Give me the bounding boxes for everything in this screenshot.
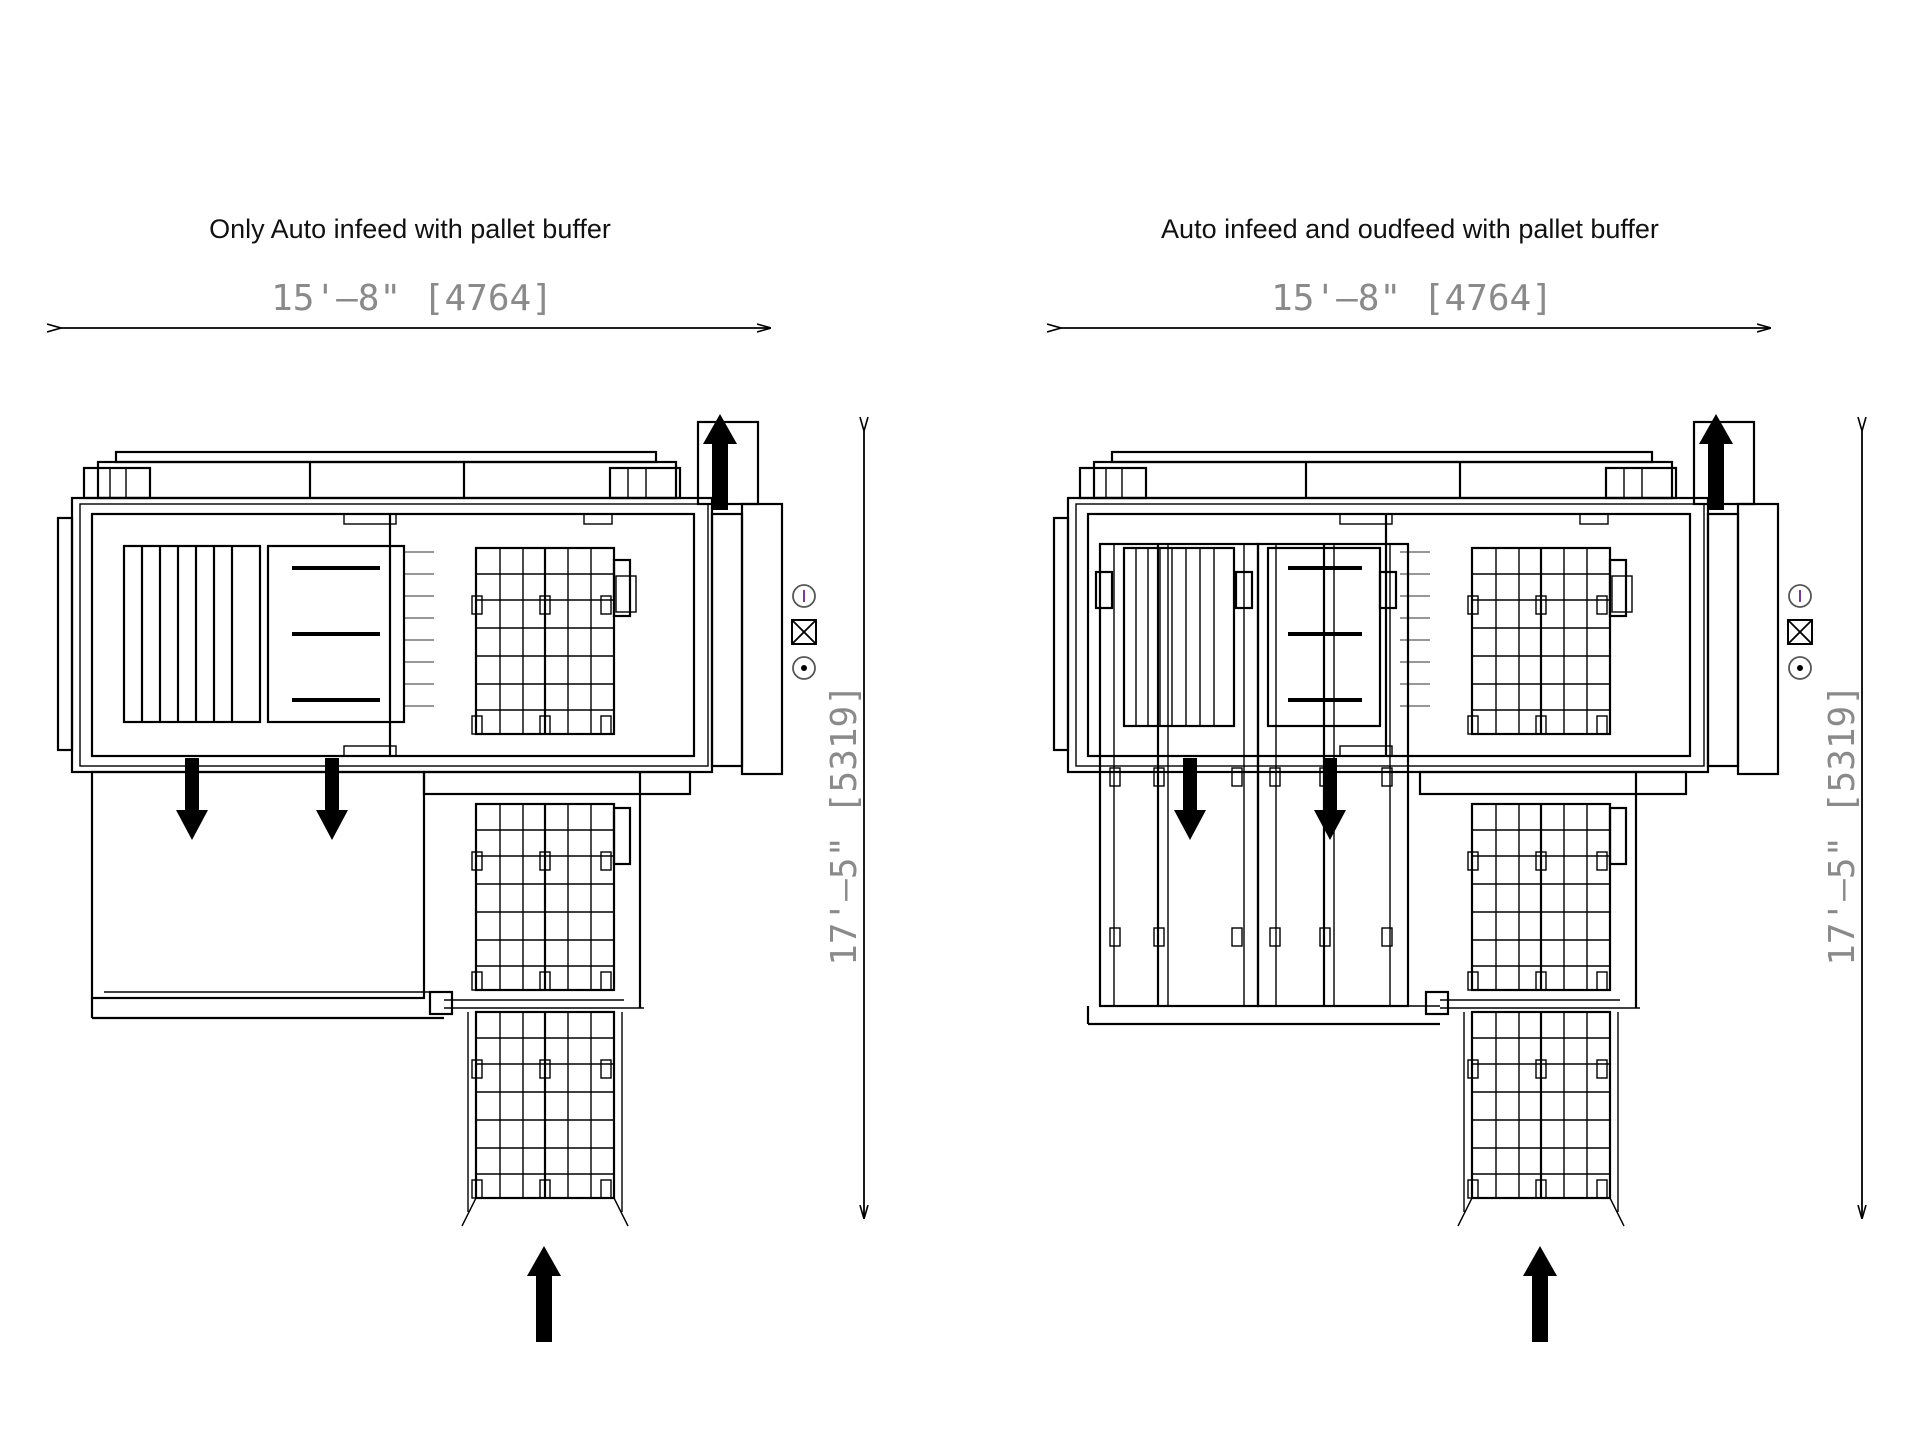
height-dimension-label: 17'–5" [5319]: [824, 684, 865, 966]
diagram-title: Only Auto infeed with pallet buffer: [209, 214, 611, 244]
diagram-title: Auto infeed and oudfeed with pallet buff…: [1161, 214, 1659, 244]
infeed-arrow: [527, 1246, 561, 1342]
outfeed-arrow: [1174, 758, 1206, 840]
outfeed-arrow: [316, 758, 348, 840]
pallet-slip-sheet: [266, 544, 406, 724]
machine-cabinet: [56, 414, 784, 1342]
machine-cabinet: [1052, 414, 1780, 1342]
buffer-area: [90, 770, 426, 1000]
width-dimension-label: 15'–8" [4764]: [1271, 278, 1553, 319]
outfeed-arrow: [1314, 758, 1346, 840]
exit-arrow: [1699, 414, 1733, 510]
pallet-stack: [122, 544, 262, 724]
outfeed-conveyor: [1094, 542, 1260, 1008]
exit-arrow: [703, 414, 737, 510]
width-dimension-label: 15'–8" [4764]: [271, 278, 553, 319]
outfeed-arrow: [176, 758, 208, 840]
infeed-arrow: [1523, 1246, 1557, 1342]
layout-right: Auto infeed and oudfeed with pallet buff…: [1054, 214, 1863, 1342]
height-dimension-label: 17'–5" [5319]: [1822, 684, 1863, 966]
layout-left: Only Auto infeed with pallet buffer 15'–…: [58, 214, 865, 1342]
